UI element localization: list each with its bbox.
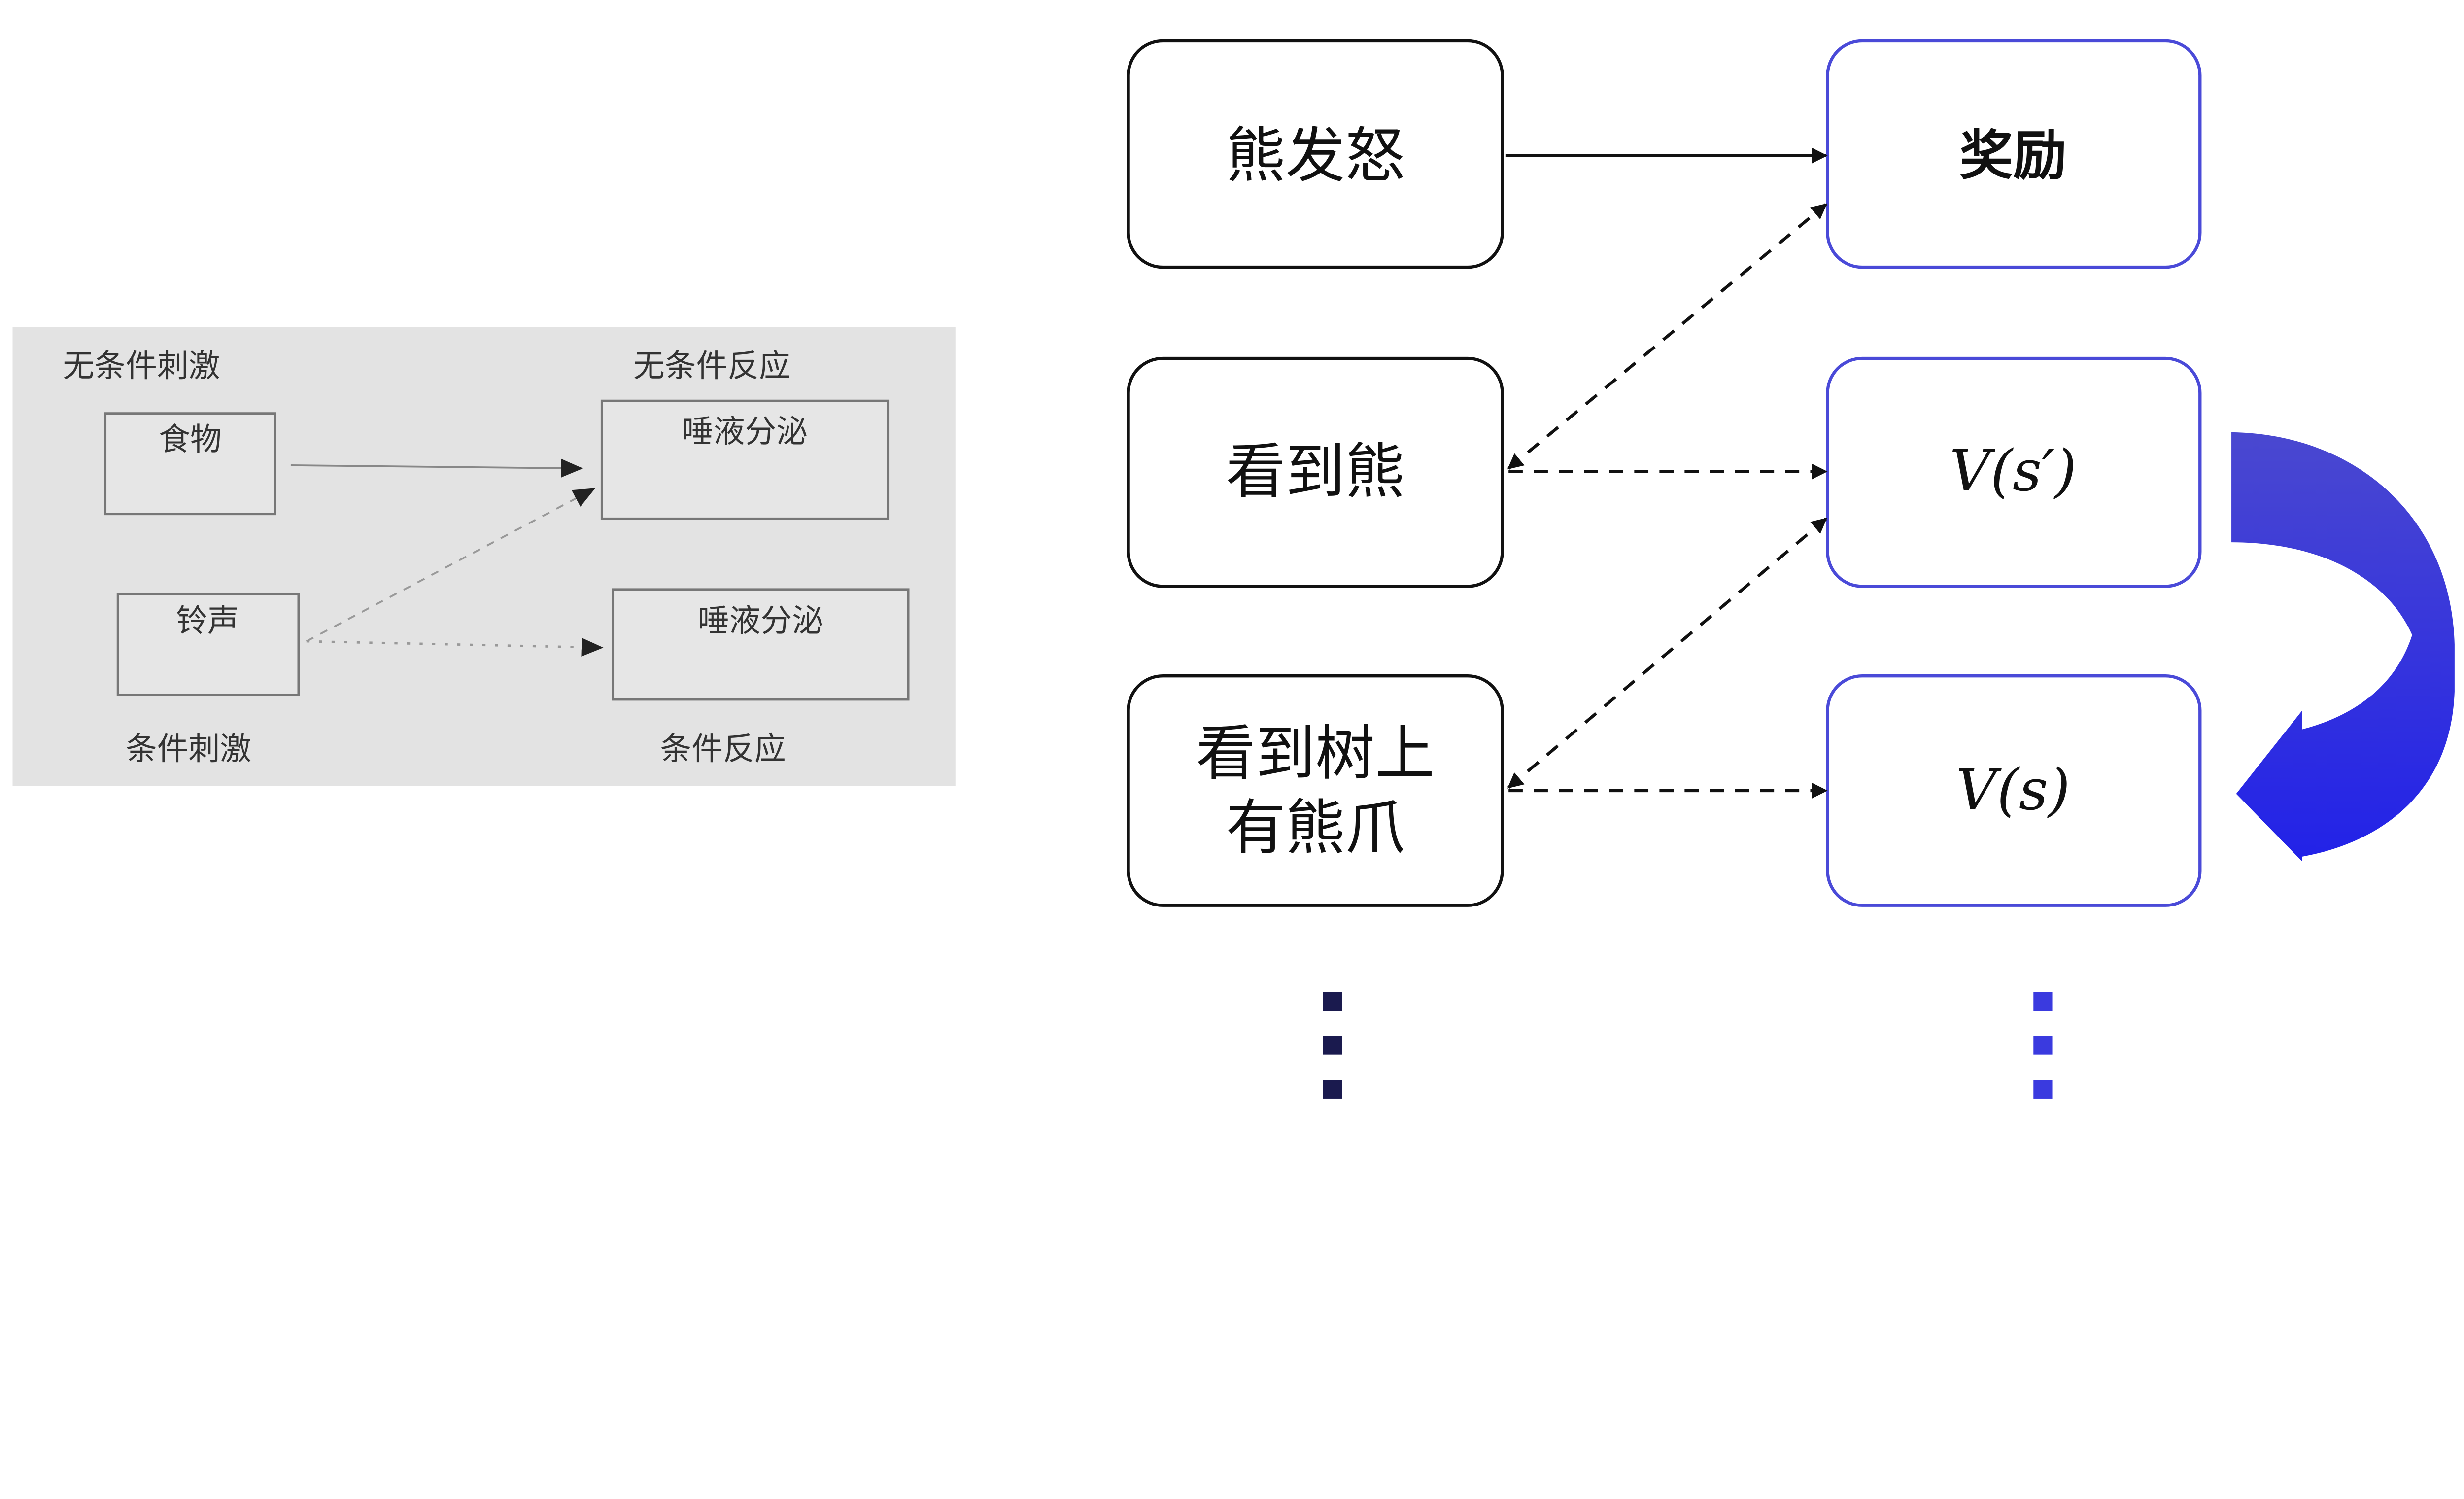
- bell-box: [116, 593, 300, 696]
- see-bear-label: 看到熊: [1226, 436, 1405, 506]
- bear-angry-box: [1127, 39, 1504, 269]
- see-bear-box: [1127, 356, 1504, 588]
- bell-label: 铃声: [176, 602, 239, 639]
- left-ellipsis-dots: [1323, 992, 1342, 1099]
- unconditioned-stimulus-label: 无条件刺激: [63, 348, 220, 384]
- salivation-top-label: 唾液分泌: [682, 414, 808, 451]
- food-label: 食物: [159, 421, 222, 458]
- see-claw-marks-box: [1127, 674, 1504, 907]
- salivation-bottom-box: [612, 588, 910, 701]
- right-ellipsis-dots: [2033, 992, 2053, 1099]
- conditioned-response-label: 条件反应: [660, 731, 786, 768]
- see-claw-marks-label-line2: 有熊爪: [1226, 793, 1405, 863]
- diagram-background: [12, 327, 956, 786]
- next-state-value-label: V(s′): [1950, 438, 2077, 504]
- see-claw-marks-label: 看到树上 有熊爪: [1196, 716, 1435, 866]
- state-value-label: V(s): [1956, 757, 2070, 824]
- reward-label: 奖励: [1959, 124, 2067, 187]
- bell-to-salivation-dashed-arrow: [306, 488, 596, 642]
- salivation-top-box: [600, 399, 890, 520]
- food-box: [104, 412, 276, 516]
- state-value-box: [1826, 674, 2202, 907]
- claw-marks-next-value-dashed-arrow: [1507, 517, 1827, 789]
- salivation-bottom-label: 唾液分泌: [697, 602, 824, 639]
- food-to-salivation-arrow: [290, 458, 583, 478]
- bear-angry-label: 熊发怒: [1226, 120, 1405, 190]
- diagram-canvas: 无条件刺激 无条件反应 条件刺激 条件反应 食物 铃声 唾液分泌 唾液分泌 熊发…: [12, 39, 2455, 1099]
- see-bear-reward-dashed-arrow: [1507, 203, 1827, 470]
- diagram-shapes: [12, 39, 2455, 1099]
- unconditioned-response-label: 无条件反应: [633, 348, 790, 384]
- classical-conditioning-diagram: [12, 327, 956, 786]
- next-state-value-box: [1826, 356, 2202, 588]
- see-claw-marks-label-line1: 看到树上: [1196, 718, 1435, 788]
- conditioned-stimulus-label: 条件刺激: [126, 731, 252, 768]
- curved-arrow-icon: [2231, 432, 2455, 862]
- value-function-diagram: [1127, 39, 2455, 1099]
- reward-box: [1826, 39, 2202, 269]
